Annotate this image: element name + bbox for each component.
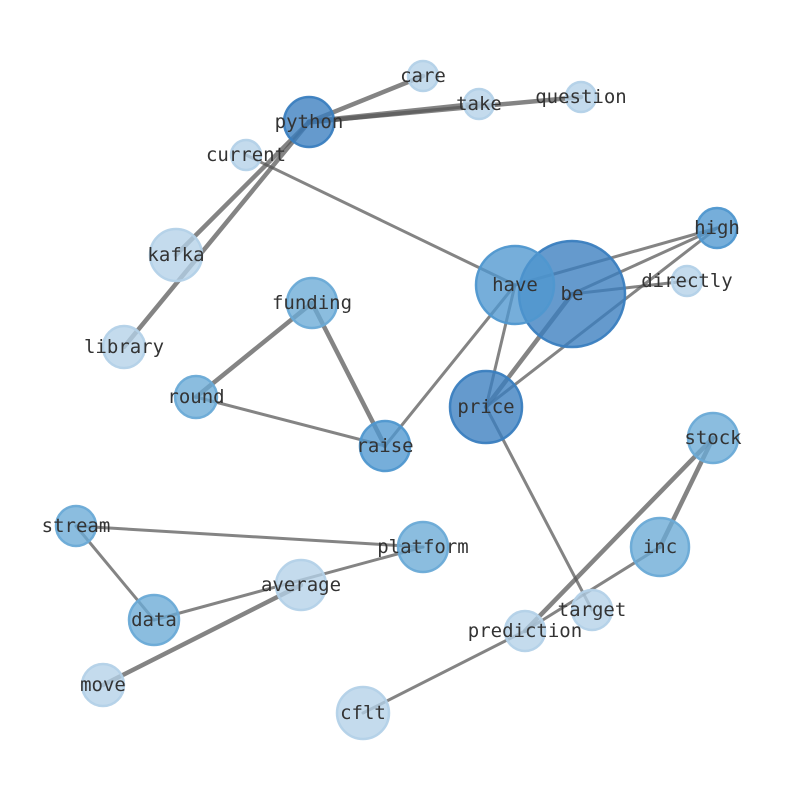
node-current	[229, 138, 263, 172]
node-prediction	[503, 609, 547, 653]
node-label-take: take	[456, 93, 502, 115]
node-library	[101, 324, 147, 370]
edge-average-move	[100, 582, 304, 688]
node-move	[80, 662, 126, 708]
node-label-target: target	[558, 599, 627, 621]
node-layer	[54, 59, 740, 741]
node-label-stream: stream	[42, 515, 111, 537]
node-directly	[670, 264, 704, 298]
node-data	[127, 593, 181, 647]
edge-prediction-cflt	[361, 629, 527, 715]
node-label-python: python	[275, 111, 344, 133]
node-cflt	[335, 685, 391, 741]
node-python	[282, 95, 336, 149]
node-label-high: high	[694, 217, 740, 239]
node-raise	[358, 419, 412, 473]
node-funding	[285, 276, 339, 330]
node-label-average: average	[261, 574, 341, 596]
edge-python-library	[121, 119, 312, 350]
label-layer: care take question python current kafka librar…	[42, 65, 742, 724]
node-stream	[54, 504, 98, 548]
node-label-have: have	[492, 274, 538, 296]
node-label-kafka: kafka	[147, 244, 204, 266]
edge-price-target	[484, 405, 594, 612]
edge-stock-prediction	[522, 435, 716, 634]
node-question	[564, 80, 598, 114]
node-label-inc: inc	[643, 536, 677, 558]
node-care	[406, 59, 440, 93]
node-stock	[686, 411, 740, 465]
node-label-platform: platform	[377, 536, 469, 558]
node-round	[173, 374, 219, 420]
node-inc	[629, 516, 691, 578]
edge-python-kafka	[173, 119, 312, 258]
node-kafka	[148, 227, 204, 283]
node-label-move: move	[80, 674, 126, 696]
node-price	[448, 369, 524, 445]
node-label-cflt: cflt	[340, 702, 386, 724]
node-label-library: library	[84, 336, 164, 358]
edge-stream-platform	[74, 524, 425, 549]
node-label-prediction: prediction	[468, 620, 582, 642]
node-target	[570, 588, 614, 632]
edge-round-raise	[194, 395, 387, 448]
edge-python-question	[306, 94, 584, 125]
edge-funding-raise	[309, 300, 388, 449]
node-average	[274, 558, 328, 612]
node-label-care: care	[400, 65, 446, 87]
node-label-question: question	[535, 86, 627, 108]
node-take	[462, 87, 496, 121]
node-high	[695, 206, 739, 250]
node-label-funding: funding	[272, 292, 352, 314]
node-label-raise: raise	[356, 435, 413, 457]
node-label-round: round	[167, 386, 224, 408]
node-label-current: current	[206, 144, 286, 166]
node-label-be: be	[561, 283, 584, 305]
node-label-directly: directly	[641, 270, 733, 292]
node-platform	[396, 520, 450, 574]
edge-current-have	[244, 153, 517, 287]
node-label-price: price	[457, 396, 514, 418]
node-label-stock: stock	[684, 427, 742, 449]
node-label-data: data	[131, 609, 177, 631]
node-have	[474, 244, 556, 326]
